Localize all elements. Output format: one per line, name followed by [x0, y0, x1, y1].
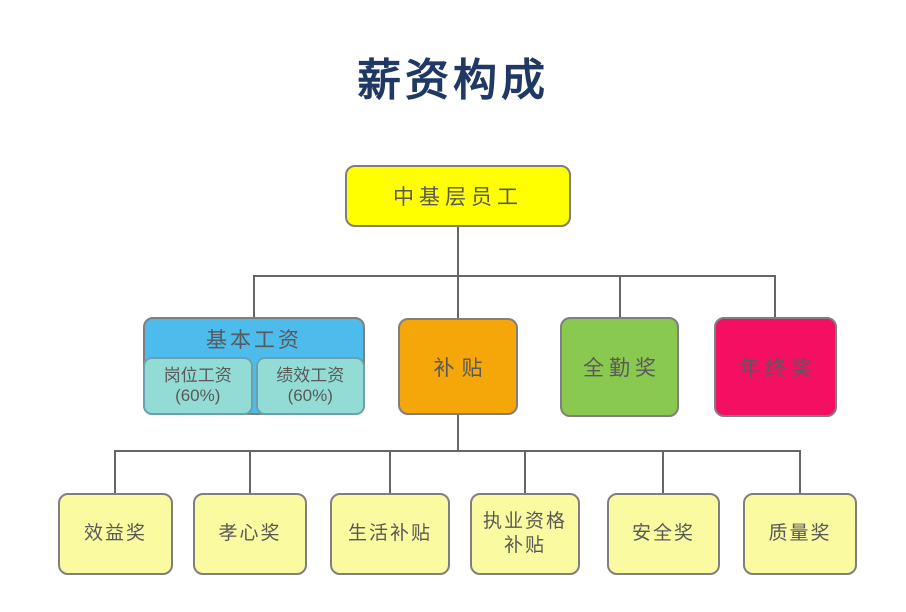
node-label: 孝心奖: [218, 523, 282, 545]
node-performance-salary[interactable]: 绩效工资 (60%): [255, 357, 365, 415]
node-label: 生活补贴: [347, 523, 432, 545]
node-label: 补贴: [433, 356, 490, 380]
connector-root-to-subsidy: [457, 227, 459, 318]
node-label: 全勤奖: [583, 357, 661, 380]
basic-salary-subnodes: 岗位工资 (60%) 绩效工资 (60%): [143, 357, 365, 415]
node-label: 质量奖: [768, 523, 832, 545]
node-living-subsidy[interactable]: 生活补贴: [330, 493, 450, 575]
node-label: 岗位工资: [163, 365, 232, 385]
node-mid-grassroots-staff[interactable]: 中基层员工: [345, 165, 571, 227]
connector-drop-leaf6: [799, 450, 801, 493]
connector-drop-attendance: [619, 275, 621, 317]
node-basic-salary[interactable]: 基本工资 岗位工资 (60%) 绩效工资 (60%): [143, 317, 365, 415]
page-title: 薪资构成: [357, 56, 549, 105]
connector-drop-leaf4: [524, 450, 526, 493]
connector-level2-horizontal: [254, 275, 775, 277]
node-percentage: (60%): [175, 386, 221, 405]
node-label: 年终奖: [739, 357, 817, 380]
connector-drop-leaf2: [249, 450, 251, 493]
node-label: 绩效工资: [276, 365, 345, 385]
node-filial-piety-award[interactable]: 孝心奖: [193, 493, 307, 575]
node-subsidy[interactable]: 补贴: [398, 318, 518, 415]
node-benefit-award[interactable]: 效益奖: [58, 493, 173, 575]
node-label: 基本工资: [206, 329, 302, 352]
node-professional-qualification-subsidy[interactable]: 执业资格 补贴: [470, 493, 580, 575]
connector-drop-leaf3: [389, 450, 391, 493]
connector-subsidy-down: [457, 415, 459, 451]
node-full-attendance-award[interactable]: 全勤奖: [560, 317, 679, 417]
node-label: 安全奖: [631, 523, 695, 545]
connector-drop-leaf1: [114, 450, 116, 493]
connector-level3-horizontal: [115, 450, 800, 452]
node-safety-award[interactable]: 安全奖: [607, 493, 720, 575]
connector-drop-basic: [253, 275, 255, 317]
node-label: 执业资格 补贴: [482, 511, 567, 556]
node-label: 效益奖: [83, 523, 147, 545]
node-label: 中基层员工: [393, 186, 523, 209]
connector-drop-yearend: [774, 275, 776, 317]
node-quality-award[interactable]: 质量奖: [743, 493, 857, 575]
connector-drop-leaf5: [662, 450, 664, 493]
node-year-end-bonus[interactable]: 年终奖: [714, 317, 837, 417]
node-percentage: (60%): [287, 386, 333, 405]
node-post-salary[interactable]: 岗位工资 (60%): [143, 357, 253, 415]
